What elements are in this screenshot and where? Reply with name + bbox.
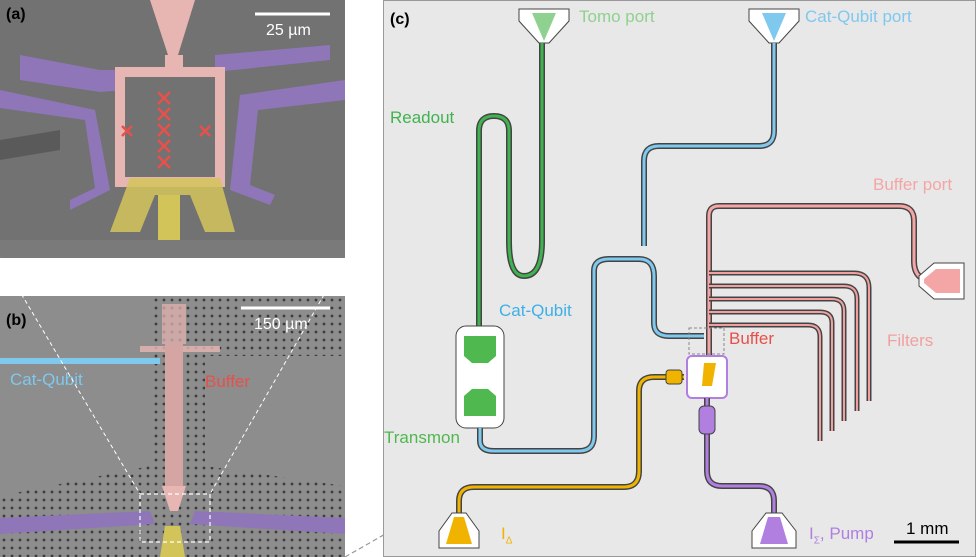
panel-a-micrograph: (a) 25 µm (0, 0, 345, 258)
filters-label: Filters (887, 331, 934, 350)
panel-b-scalebar-label: 150 µm (254, 316, 308, 333)
transmon-label: Transmon (384, 428, 460, 447)
tomo-port-label: Tomo port (579, 7, 655, 26)
readout-label: Readout (390, 108, 455, 127)
panel-b-cat-qubit-label: Cat-Qubit (10, 370, 83, 389)
panel-b-image (0, 296, 345, 557)
buffer-label: Buffer (729, 329, 775, 348)
i-sigma-pump-label: IΣ, Pump (809, 524, 874, 547)
buffer-port-label: Buffer port (873, 175, 953, 194)
panel-b-micrograph: (b) 150 µm Cat-Qubit Buffer (0, 296, 345, 557)
panel-a-label: (a) (6, 6, 26, 23)
panel-c-label: (c) (390, 11, 410, 28)
panel-b-label: (b) (6, 312, 27, 329)
panel-c-chip-layout: (c) Tomo port Cat-Qubit port Readout Buf… (383, 0, 976, 557)
panel-b-buffer-label: Buffer (205, 372, 251, 391)
panel-c-layout-drawing (438, 8, 965, 549)
i-delta-label: IΔ (501, 524, 513, 547)
panel-a-scalebar-label: 25 µm (266, 22, 311, 39)
cat-qubit-label: Cat-Qubit (499, 301, 572, 320)
panel-a-image (0, 0, 345, 258)
cat-qubit-port-label: Cat-Qubit port (805, 7, 912, 26)
panel-c-scalebar-label: 1 mm (906, 519, 949, 538)
